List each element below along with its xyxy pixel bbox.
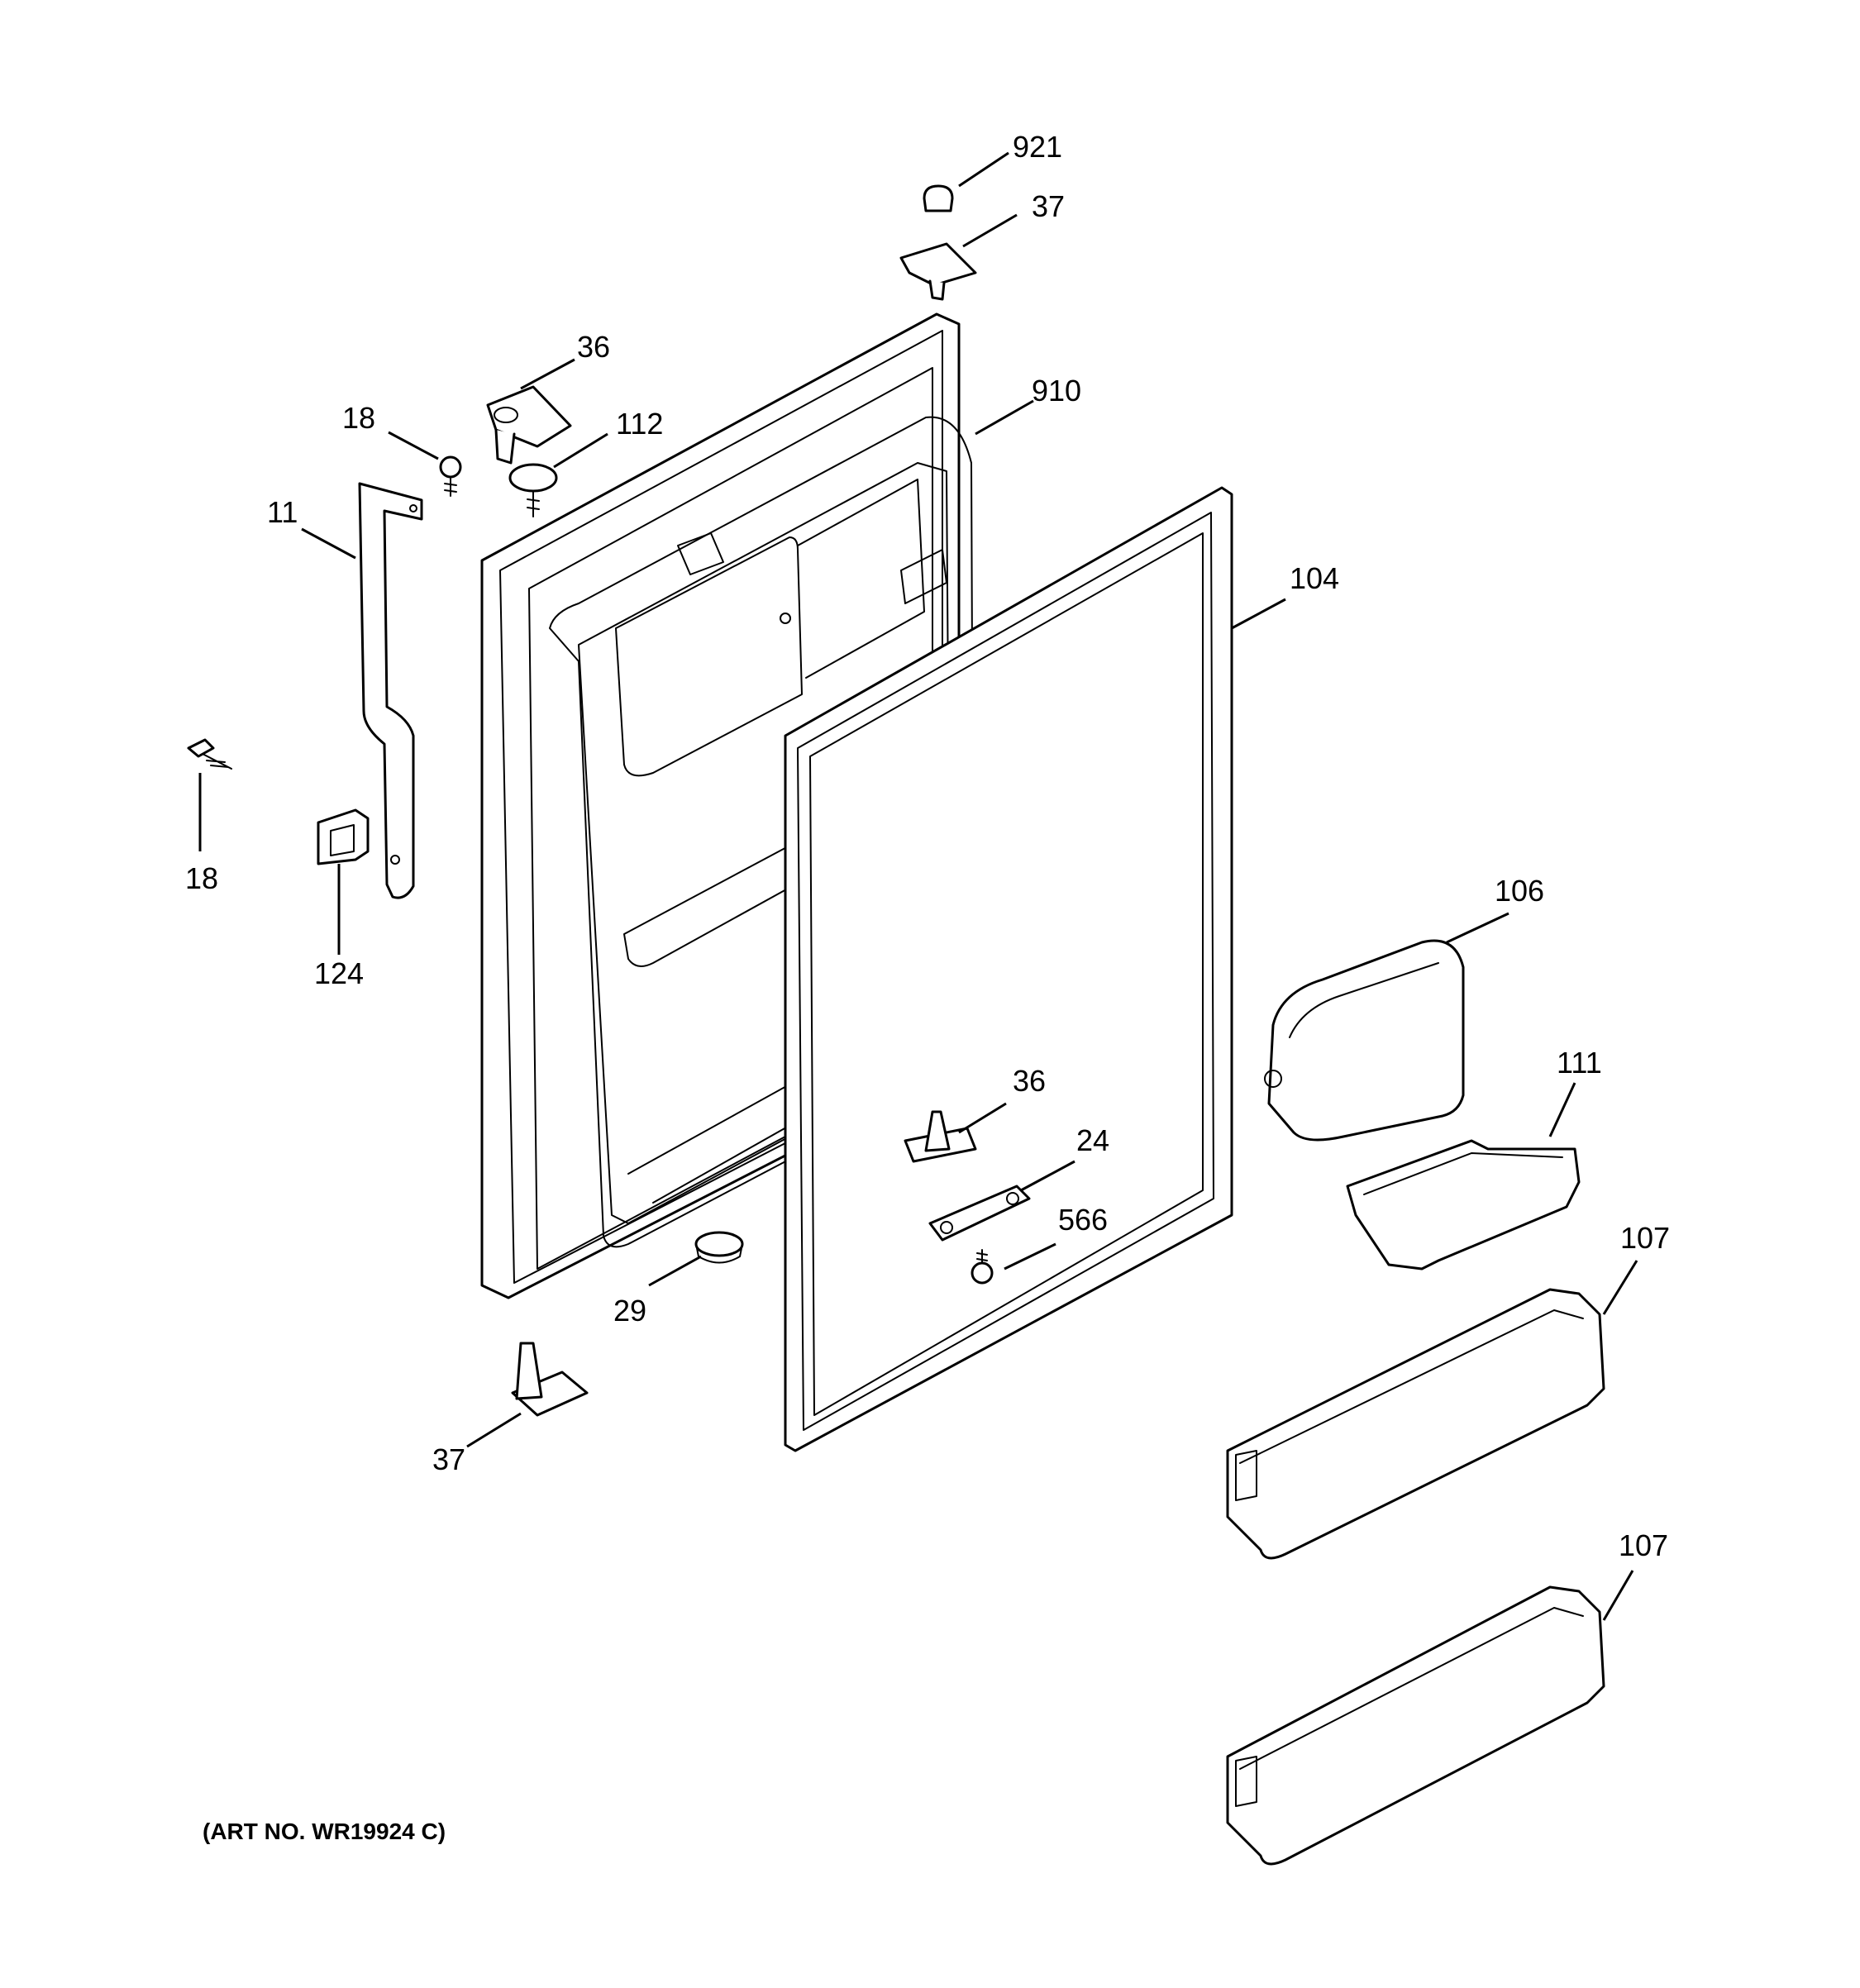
callout-107-upper: 107 (1620, 1221, 1670, 1255)
handle-clip (317, 808, 370, 865)
callout-24: 24 (1076, 1123, 1109, 1157)
callout-106: 106 (1495, 874, 1544, 908)
screw-top (439, 455, 462, 497)
callout-11: 11 (267, 495, 298, 529)
callout-107-lower: 107 (1619, 1528, 1668, 1562)
callout-566: 566 (1058, 1203, 1108, 1237)
callout-36-top: 36 (577, 330, 610, 364)
hinge-bracket-37-top (899, 242, 977, 301)
callout-36-bottom: 36 (1013, 1064, 1046, 1098)
hinge-plate-24 (928, 1185, 1031, 1242)
callout-37-bottom: 37 (432, 1442, 465, 1476)
screw-left (187, 738, 232, 770)
hinge-pin-36-bottom (904, 1110, 977, 1163)
hinge-37-bottom (511, 1342, 589, 1417)
leader-lines (198, 151, 1638, 1621)
door-bin-small (1346, 1139, 1581, 1271)
hinge-bracket-36-top (486, 385, 572, 465)
callout-921: 921 (1013, 130, 1062, 164)
callout-111: 111 (1557, 1046, 1602, 1080)
callout-124: 124 (314, 956, 364, 990)
door-handle (358, 482, 423, 899)
callout-910: 910 (1032, 374, 1081, 408)
dairy-compartment (1264, 939, 1465, 1142)
callout-29: 29 (613, 1294, 646, 1328)
bushing-29 (694, 1231, 744, 1264)
callout-37-top: 37 (1032, 189, 1065, 223)
callout-112: 112 (616, 407, 663, 441)
door-bin-large-upper (1226, 1288, 1605, 1560)
screw-566 (971, 1249, 994, 1285)
callout-18-left: 18 (185, 861, 218, 895)
callout-labels: 921 37 36 910 18 112 11 104 18 124 106 1… (185, 130, 1670, 1562)
door-gasket (784, 486, 1233, 1452)
door-bin-large-lower (1226, 1585, 1605, 1866)
callout-18-top: 18 (342, 401, 375, 435)
callout-104: 104 (1290, 561, 1339, 595)
hinge-pin-112 (508, 463, 558, 517)
plug-921 (923, 184, 954, 212)
art-number: (ART NO. WR19924 C) (203, 1819, 446, 1844)
